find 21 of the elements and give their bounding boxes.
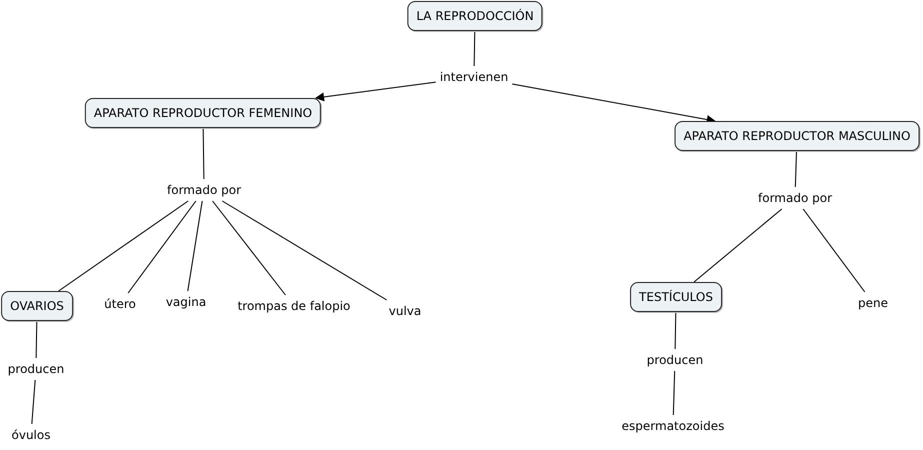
connector-line [794,150,798,188]
connector-line [802,208,866,292]
concept-box: APARATO REPRODUCTOR MASCULINO [674,121,920,151]
concept-box: LA REPRODOCCIÓN [407,1,543,31]
connector-line [58,200,189,292]
concept-box: TESTÍCULOS [630,282,722,312]
connector-line [187,200,203,292]
connector-line [222,200,388,300]
connector-line [672,370,676,416]
arrow [512,83,716,124]
connector-line [202,128,204,180]
connector-line [128,200,196,294]
connector-line [674,312,676,350]
arrow [315,82,436,102]
concept-box: OVARIOS [1,291,73,321]
concept-box: APARATO REPRODUCTOR FEMENINO [84,98,322,128]
connector-line [36,320,38,358]
connector-line [694,208,782,282]
connector-line [212,200,286,296]
connector-line [31,380,36,424]
connector-line [474,30,476,66]
